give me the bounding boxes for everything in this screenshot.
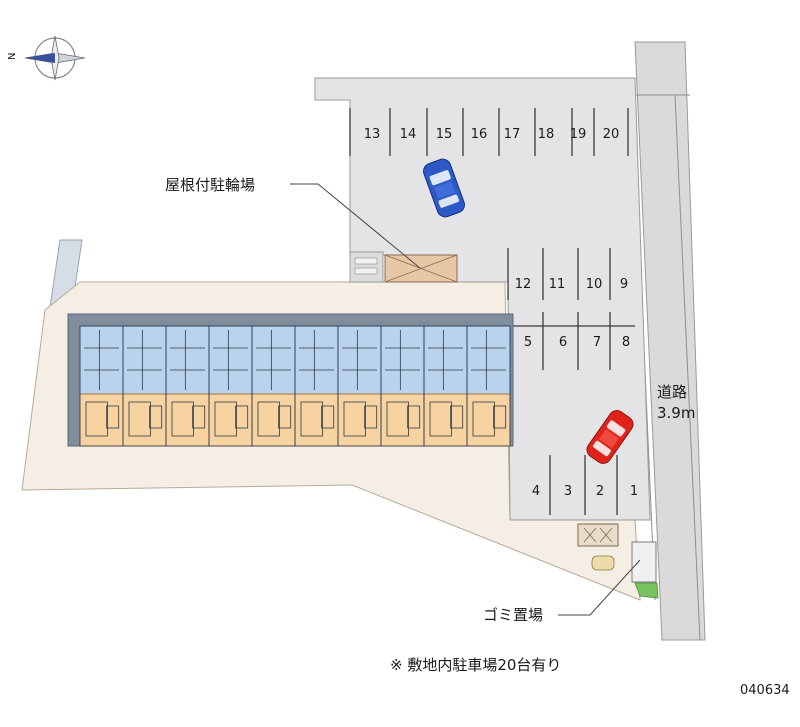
parking-space-number: 7: [593, 335, 601, 350]
red-car: [586, 410, 634, 464]
parking-numbers-bottom: 4 3 2 1: [532, 484, 638, 499]
garbage-enclosure: [577, 523, 619, 547]
parking-space-number: 14: [400, 127, 417, 142]
parking-space-number: 8: [622, 335, 630, 350]
parking-space-number: 20: [603, 127, 620, 142]
unit-partition: [386, 401, 409, 437]
road-edge-line: [674, 94, 701, 641]
parking-space-number: 9: [620, 277, 628, 292]
parking-space-number: 6: [559, 335, 567, 350]
blue-car: [423, 158, 465, 218]
road-width-label: 3.9m: [657, 404, 695, 422]
garbage-leader: [558, 559, 641, 616]
parking-space-number: 16: [471, 127, 488, 142]
road-name-label: 道路: [657, 383, 687, 401]
greenery: [634, 582, 659, 599]
unit-partition: [149, 405, 163, 429]
parking-space-number: 1: [630, 484, 638, 499]
unit-partition: [450, 405, 464, 429]
garbage-label: ゴミ置場: [483, 606, 543, 624]
image-code: 040634: [740, 683, 790, 698]
unit-partition: [235, 405, 249, 429]
parking-lines-middle: [507, 248, 635, 370]
unit-partition: [466, 325, 511, 447]
garbage-station: [631, 541, 657, 583]
parking-lines-bottom: [549, 455, 618, 515]
shed-unit: [349, 251, 384, 283]
parking-lines-top: [349, 108, 629, 156]
parking-space-number: 15: [436, 127, 453, 142]
unit-partition: [407, 405, 421, 429]
parking-numbers-middle-upper: 12 11 10 9: [515, 277, 628, 292]
unit-partition: [429, 401, 452, 437]
parking-space-number: 18: [538, 127, 555, 142]
parking-space-number: 4: [532, 484, 540, 499]
unit-partition: [493, 405, 507, 429]
compass-north-label: N: [7, 53, 18, 60]
unit-partition: [128, 401, 151, 437]
parking-space-number: 13: [364, 127, 381, 142]
parking-space-number: 19: [570, 127, 587, 142]
unit-partition: [257, 401, 280, 437]
apartment-building: [67, 313, 514, 447]
parking-numbers-top: 13 14 15 16 17 18 19 20: [364, 127, 620, 142]
unit-partition: [106, 405, 120, 429]
unit-partition: [214, 401, 237, 437]
garbage-bin: [591, 555, 615, 571]
parking-space-number: 3: [564, 484, 572, 499]
parking-space-number: 11: [549, 277, 566, 292]
parking-numbers-middle-lower: 5 6 7 8: [524, 335, 630, 350]
bicycle-parking-label: 屋根付駐輪場: [165, 176, 255, 194]
unit-partition: [278, 405, 292, 429]
unit-partition: [364, 405, 378, 429]
parking-space-number: 12: [515, 277, 532, 292]
parking-space-number: 5: [524, 335, 532, 350]
unit-partition: [300, 401, 323, 437]
unit-partition: [171, 401, 194, 437]
unit-partition: [192, 405, 206, 429]
compass: [24, 35, 86, 81]
unit-partition: [321, 405, 335, 429]
footer-note: ※ 敷地内駐車場20台有り: [390, 656, 561, 674]
parking-space-number: 2: [596, 484, 604, 499]
unit-partition: [472, 401, 495, 437]
bicycle-shed-leader: [290, 183, 421, 269]
unit-partition: [85, 401, 108, 437]
unit-partition: [343, 401, 366, 437]
road: [634, 41, 706, 641]
parking-space-number: 17: [504, 127, 521, 142]
parking-space-number: 10: [586, 277, 603, 292]
